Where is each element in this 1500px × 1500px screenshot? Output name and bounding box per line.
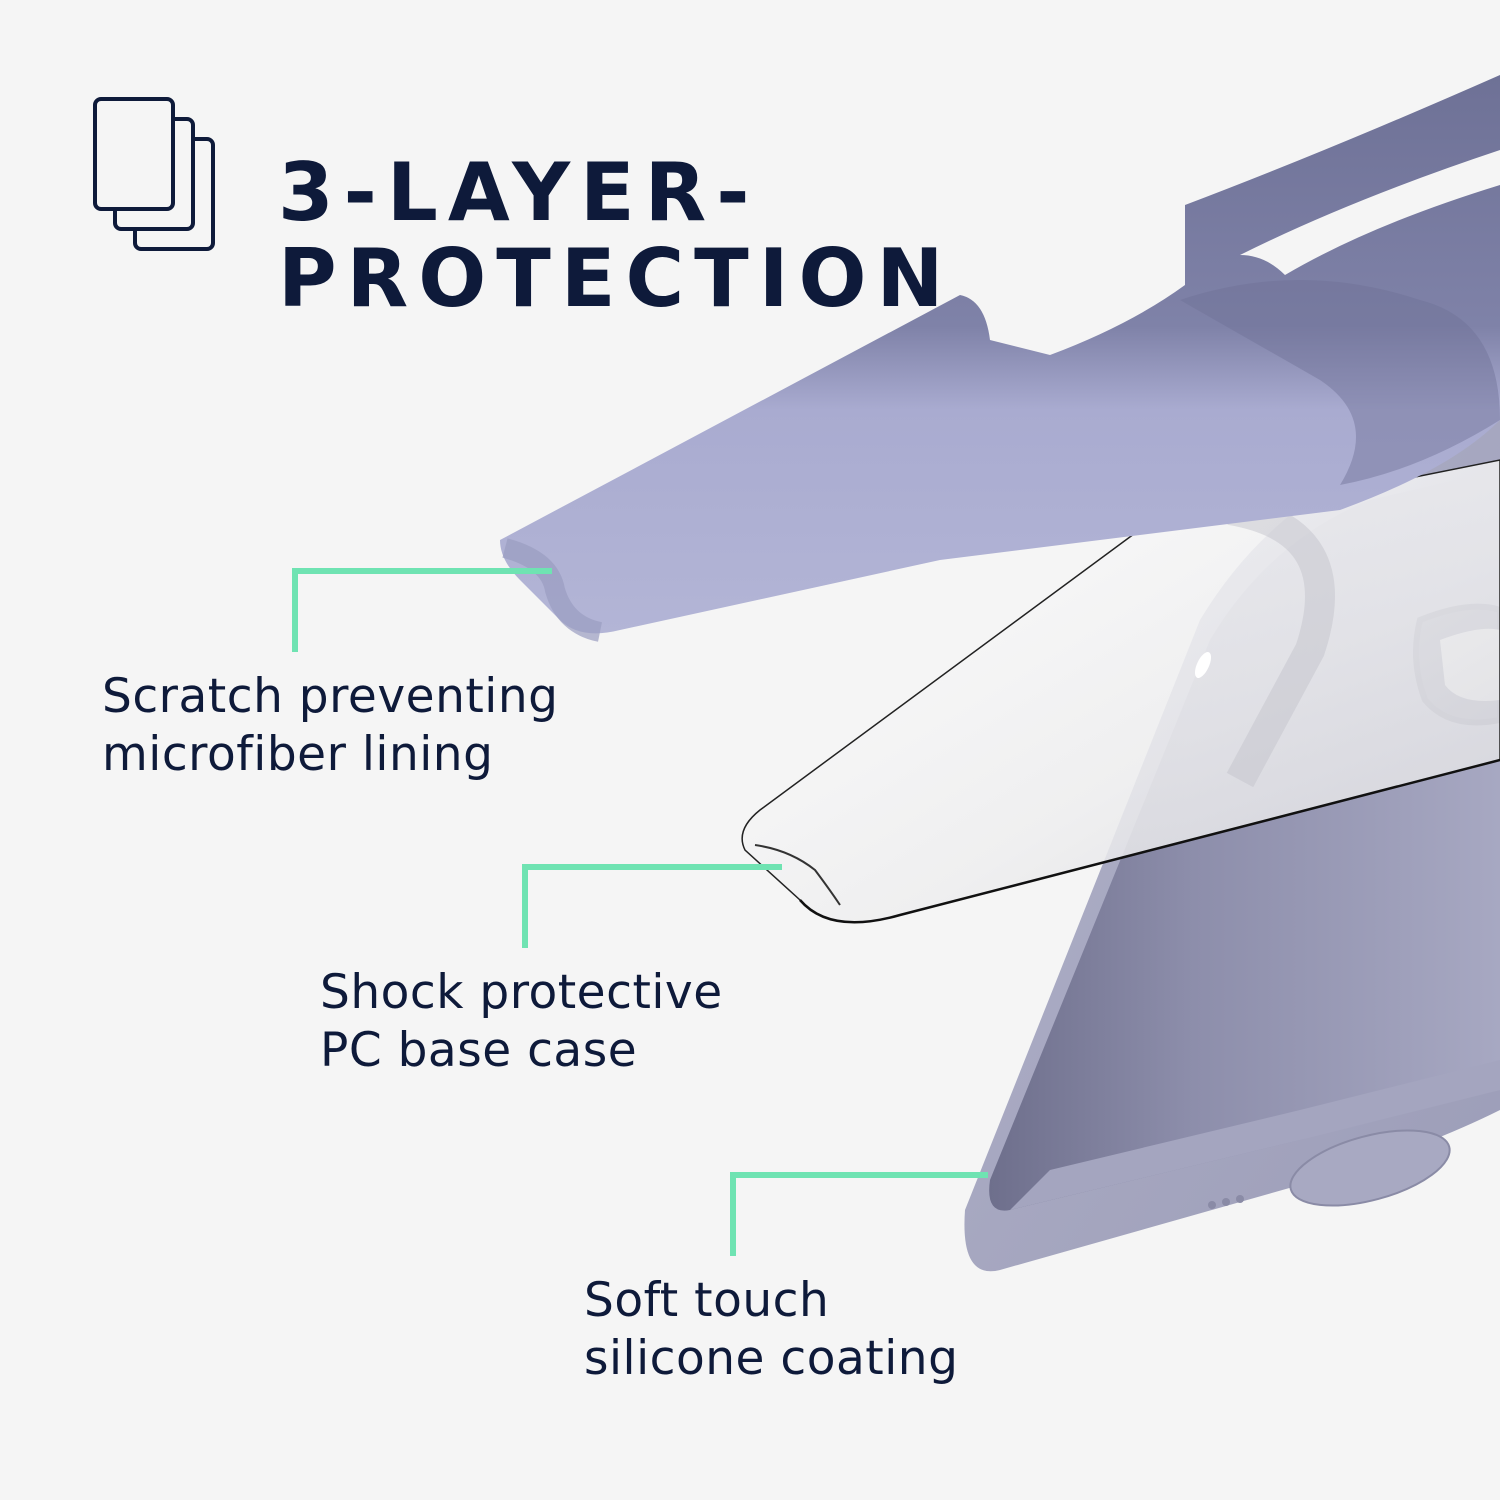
title-line-2: PROTECTION	[278, 231, 954, 325]
title-line-1: 3-LAYER-	[278, 145, 760, 239]
callout-connector-line	[730, 1172, 988, 1178]
page-title: 3-LAYER- PROTECTION	[278, 145, 954, 325]
callout-connector-line	[292, 568, 552, 574]
callout-label: Scratch preventing microfiber lining	[102, 669, 559, 782]
callout-connector-line	[522, 864, 782, 870]
callout-label: Shock protective PC base case	[320, 965, 723, 1078]
callout-connector-line	[292, 568, 298, 652]
mic-holes	[1208, 1195, 1244, 1209]
callout-connector-line	[730, 1172, 736, 1256]
microfiber-lining	[500, 75, 1500, 642]
stacked-layers-icon	[93, 97, 215, 251]
callout-connector-line	[522, 864, 528, 948]
callout-label: Soft touch silicone coating	[584, 1273, 959, 1386]
